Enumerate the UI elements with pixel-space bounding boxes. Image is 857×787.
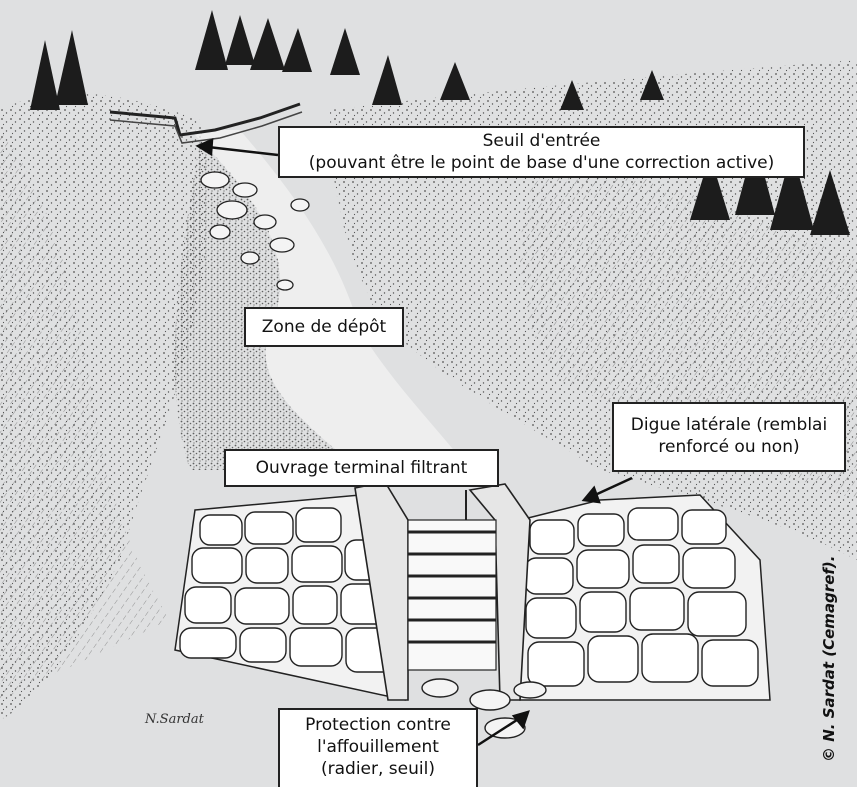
label-seuil-entree-line2: (pouvant être le point de base d'une cor… bbox=[286, 152, 797, 174]
label-protection: Protection contre l'affouillement (radie… bbox=[278, 708, 478, 787]
label-zone-depot: Zone de dépôt bbox=[244, 307, 404, 347]
label-seuil-entree: Seuil d'entrée (pouvant être le point de… bbox=[278, 126, 805, 178]
label-protection-line2: l'affouillement bbox=[286, 736, 470, 758]
label-ouvrage-terminal-text: Ouvrage terminal filtrant bbox=[232, 457, 491, 479]
label-zone-depot-text: Zone de dépôt bbox=[252, 316, 396, 338]
label-digue-laterale-line2: renforcé ou non) bbox=[620, 436, 838, 458]
label-digue-laterale-line1: Digue latérale (remblai bbox=[620, 414, 838, 436]
label-ouvrage-terminal: Ouvrage terminal filtrant bbox=[224, 449, 499, 487]
right-masonry-wall bbox=[520, 495, 770, 700]
label-digue-laterale: Digue latérale (remblai renforcé ou non) bbox=[612, 402, 846, 472]
image-credit: © N. Sardat (Cemagref). bbox=[820, 556, 838, 762]
label-protection-line3: (radier, seuil) bbox=[286, 758, 470, 780]
label-protection-line1: Protection contre bbox=[286, 714, 470, 736]
label-seuil-entree-line1: Seuil d'entrée bbox=[286, 130, 797, 152]
left-hillside bbox=[0, 93, 207, 720]
artist-signature: N.Sardat bbox=[145, 712, 204, 727]
